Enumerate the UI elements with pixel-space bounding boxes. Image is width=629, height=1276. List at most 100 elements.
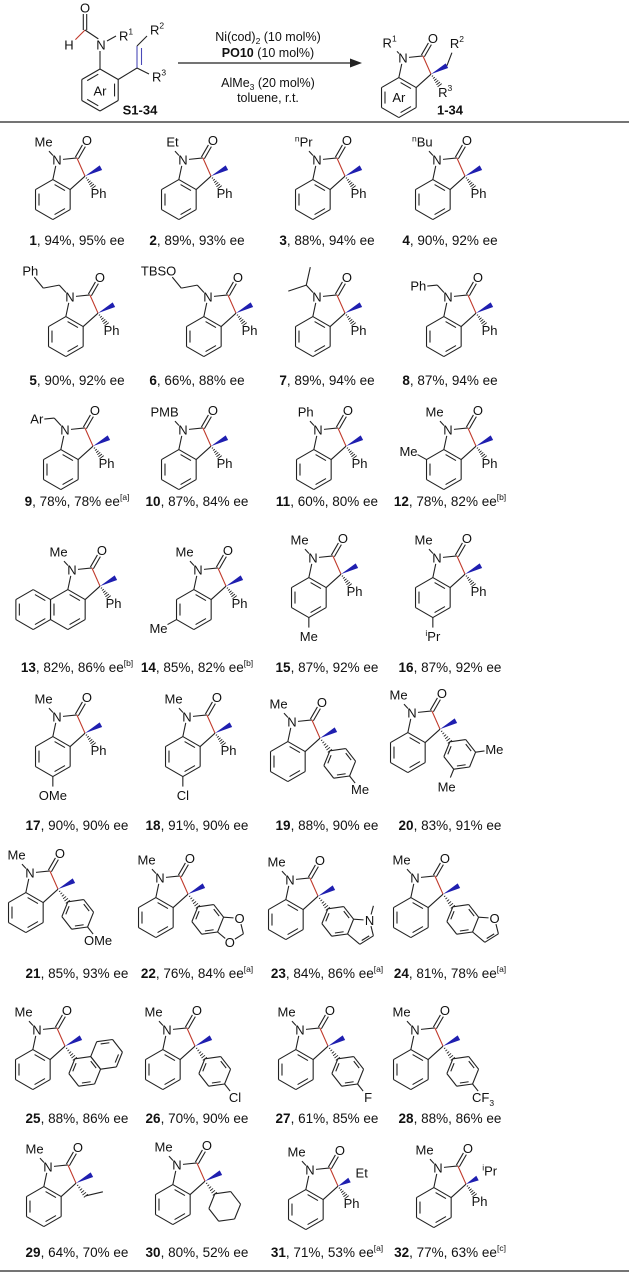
hashed-bond	[328, 1047, 341, 1061]
bond	[449, 769, 455, 778]
bond	[15, 1049, 34, 1061]
bond	[62, 157, 77, 160]
compound-caption: 8, 87%, 94% ee	[402, 373, 497, 388]
wedge-bond	[328, 1035, 346, 1047]
bond	[62, 714, 77, 717]
bond	[452, 904, 469, 908]
wedge-bond	[318, 885, 336, 897]
benzene-ring	[154, 1184, 191, 1226]
bond	[469, 751, 477, 768]
bond	[432, 165, 437, 180]
aromatic-bond	[184, 765, 196, 773]
wedge-substituent-label: iPr	[482, 1162, 498, 1178]
bond	[312, 346, 331, 358]
footnote-marker: [a]	[374, 964, 383, 974]
bond	[33, 276, 44, 289]
bond	[87, 911, 95, 928]
carbonyl-bond	[432, 862, 441, 876]
aryl-substituent-label: F	[364, 1090, 372, 1105]
compound-number: 7	[279, 373, 287, 388]
aromatic-bond	[114, 1054, 120, 1063]
bond	[305, 266, 311, 286]
bond	[21, 863, 27, 869]
wedge-bond	[188, 883, 206, 895]
oxygen-label: O	[317, 695, 327, 710]
new-cc-bond	[431, 710, 441, 730]
bond	[287, 741, 306, 753]
new-cc-bond	[67, 1164, 77, 1184]
compound-number: 26	[146, 1111, 162, 1126]
n-substituent-label: Ar	[30, 412, 44, 427]
bond	[427, 893, 444, 908]
aromatic-bond	[307, 1194, 319, 1202]
bond	[443, 479, 462, 491]
bond	[442, 555, 457, 558]
bond	[359, 935, 374, 945]
bond	[100, 1066, 117, 1070]
bond	[234, 933, 244, 940]
aromatic-bond	[100, 1042, 110, 1045]
hashed-bond	[431, 75, 442, 88]
wedge-bond	[346, 435, 364, 447]
bond	[439, 420, 445, 426]
bond	[410, 1079, 429, 1091]
carbonyl-bond	[320, 1016, 329, 1030]
bond	[297, 719, 312, 722]
benzene-ring	[34, 179, 71, 221]
benzene-ring	[144, 1049, 181, 1091]
compound-ee: 86% ee	[78, 660, 124, 675]
compound-caption: 6, 66%, 88% ee	[149, 373, 244, 388]
nitrogen-label: N	[287, 715, 296, 730]
bond	[295, 1049, 314, 1061]
aromatic-bond	[54, 208, 66, 216]
aromatic-bond	[434, 208, 446, 216]
bond	[191, 921, 203, 935]
compound-caption: 22, 76%, 84% ee[a]	[141, 964, 253, 981]
compound-ee: 78% ee	[451, 966, 497, 981]
bond	[446, 1073, 458, 1087]
bond	[460, 312, 477, 327]
bond	[416, 1217, 435, 1229]
benzene-ring	[269, 741, 306, 783]
bond	[443, 449, 462, 461]
fused-naphthyl-ring	[90, 1038, 123, 1070]
bond	[218, 1218, 235, 1222]
bond	[165, 736, 184, 748]
bond	[87, 926, 94, 935]
bond	[433, 1187, 452, 1199]
aromatic-bond	[345, 752, 352, 761]
oxygen-label: O	[234, 911, 244, 926]
fused-heterocycle: OO	[217, 911, 245, 950]
bond	[432, 179, 451, 191]
bond	[327, 906, 344, 910]
condition-solvent: toluene, r.t.	[237, 91, 299, 105]
bond	[42, 1027, 57, 1030]
aromatic-bond	[412, 902, 424, 910]
bond	[396, 50, 400, 54]
carbonyl-bond	[457, 146, 466, 160]
bond	[443, 435, 448, 450]
new-cc-bond	[179, 875, 189, 895]
condition-catalyst: Ni(cod)2 (10 mol%)	[215, 30, 320, 46]
bond	[349, 760, 357, 777]
wedge-bond	[98, 302, 116, 314]
compound-number: 13	[21, 660, 37, 675]
aromatic-bond	[90, 1060, 97, 1069]
compound-number: 16	[399, 660, 415, 675]
bond	[214, 1191, 231, 1195]
new-cc-bond	[329, 1167, 339, 1187]
n-substituent-label: Me	[145, 1005, 163, 1020]
wedge-bond	[443, 883, 461, 895]
aromatic-bond	[445, 478, 457, 486]
benzene-ring	[14, 1049, 51, 1091]
wedge-bond	[443, 1035, 461, 1047]
compound-ee: 92% ee	[452, 233, 498, 248]
compound-ee: 92% ee	[456, 660, 502, 675]
